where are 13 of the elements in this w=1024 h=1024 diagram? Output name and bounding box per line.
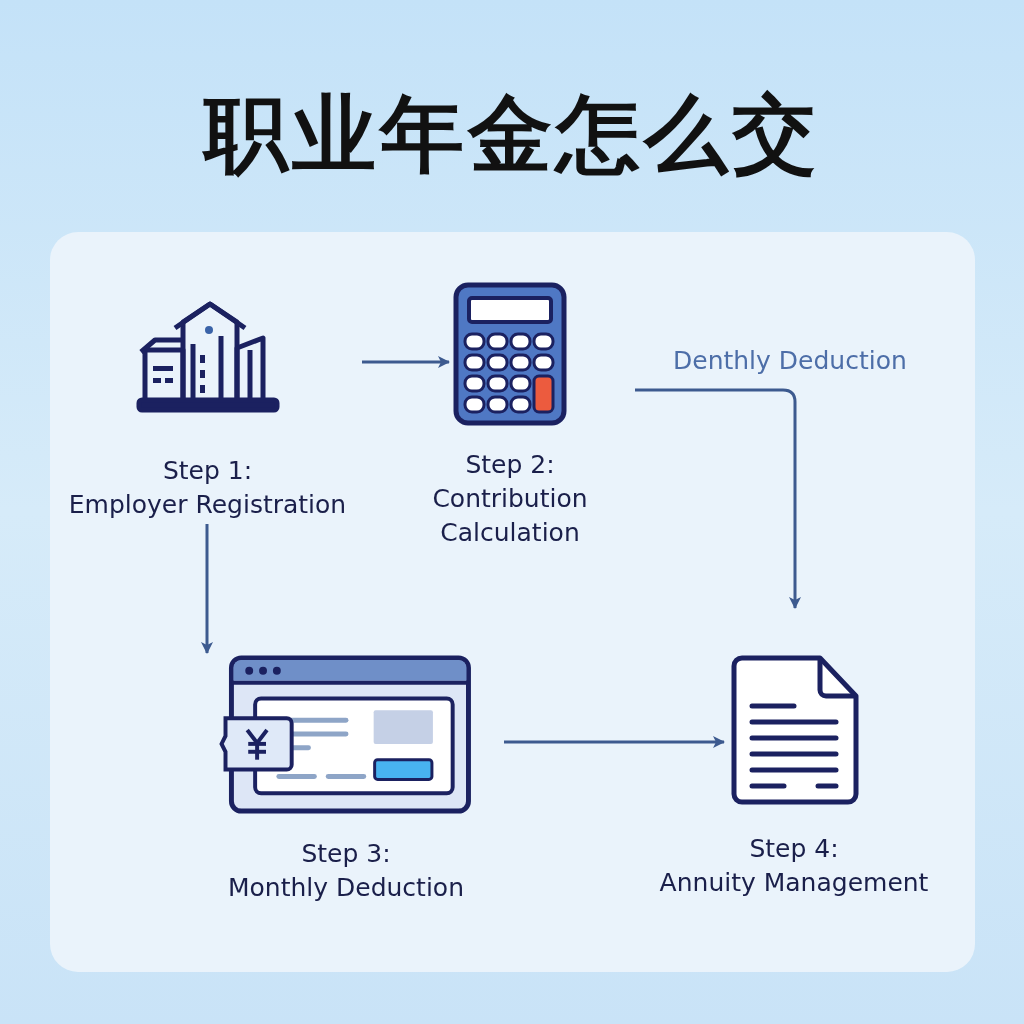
step-number: Step 2: (465, 449, 555, 481)
step-number: Step 4: (749, 833, 839, 865)
step-title: Employer Registration (68, 489, 347, 521)
step-number: Step 3: (301, 838, 391, 870)
arrow (504, 736, 725, 748)
arrow (362, 356, 450, 368)
title: 职业年金怎么交 (204, 85, 820, 183)
step-number: Step 1: (162, 455, 253, 487)
arrow (635, 388, 801, 609)
step-title: Monthly Deduction (228, 872, 464, 904)
arrow (201, 524, 213, 654)
step-title: Contribution Calculation (431, 483, 589, 549)
step-title: Annuity Management (659, 867, 929, 899)
